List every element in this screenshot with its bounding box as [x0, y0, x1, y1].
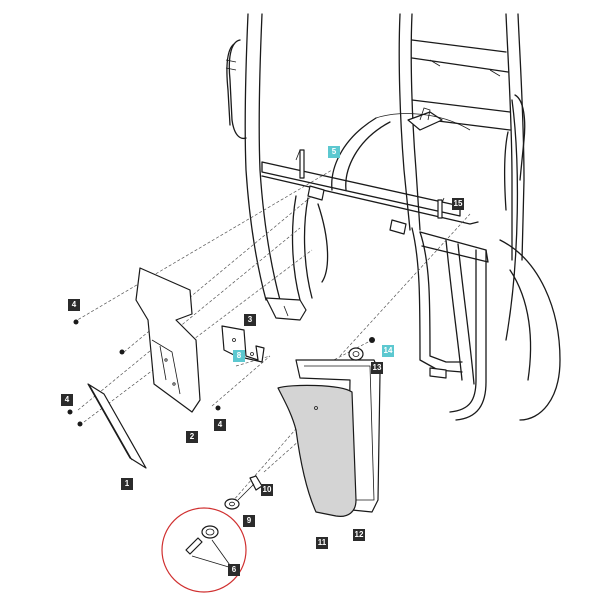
callout-15: 15 — [452, 198, 464, 210]
callout-4-right: 4 — [214, 419, 226, 431]
callout-2: 2 — [186, 431, 198, 443]
part-1-plate — [87, 383, 147, 469]
callout-14: 14 — [382, 345, 394, 357]
callout-9: 9 — [243, 515, 255, 527]
callout-12: 12 — [353, 529, 365, 541]
part-13-grommet — [348, 347, 364, 361]
callout-3: 3 — [244, 314, 256, 326]
part-10-bolt — [237, 475, 263, 501]
callout-10: 10 — [261, 484, 273, 496]
callout-4-middle: 4 — [61, 394, 73, 406]
callout-13: 13 — [371, 362, 383, 374]
callout-1: 1 — [121, 478, 133, 490]
part-6-detail — [161, 507, 247, 593]
callout-11: 11 — [316, 537, 328, 549]
part-2-panel — [135, 267, 201, 413]
callout-8: 8 — [233, 350, 245, 362]
callout-4-top: 4 — [68, 299, 80, 311]
cab-frame — [225, 13, 561, 421]
part-11-cover-panel — [277, 384, 357, 517]
callout-5: 5 — [328, 146, 340, 158]
callout-6: 6 — [228, 564, 240, 576]
part-4-screws — [67, 319, 221, 427]
part-14-nut — [369, 337, 375, 343]
part-3-bracket — [221, 325, 265, 363]
part-9-washer — [224, 498, 240, 510]
